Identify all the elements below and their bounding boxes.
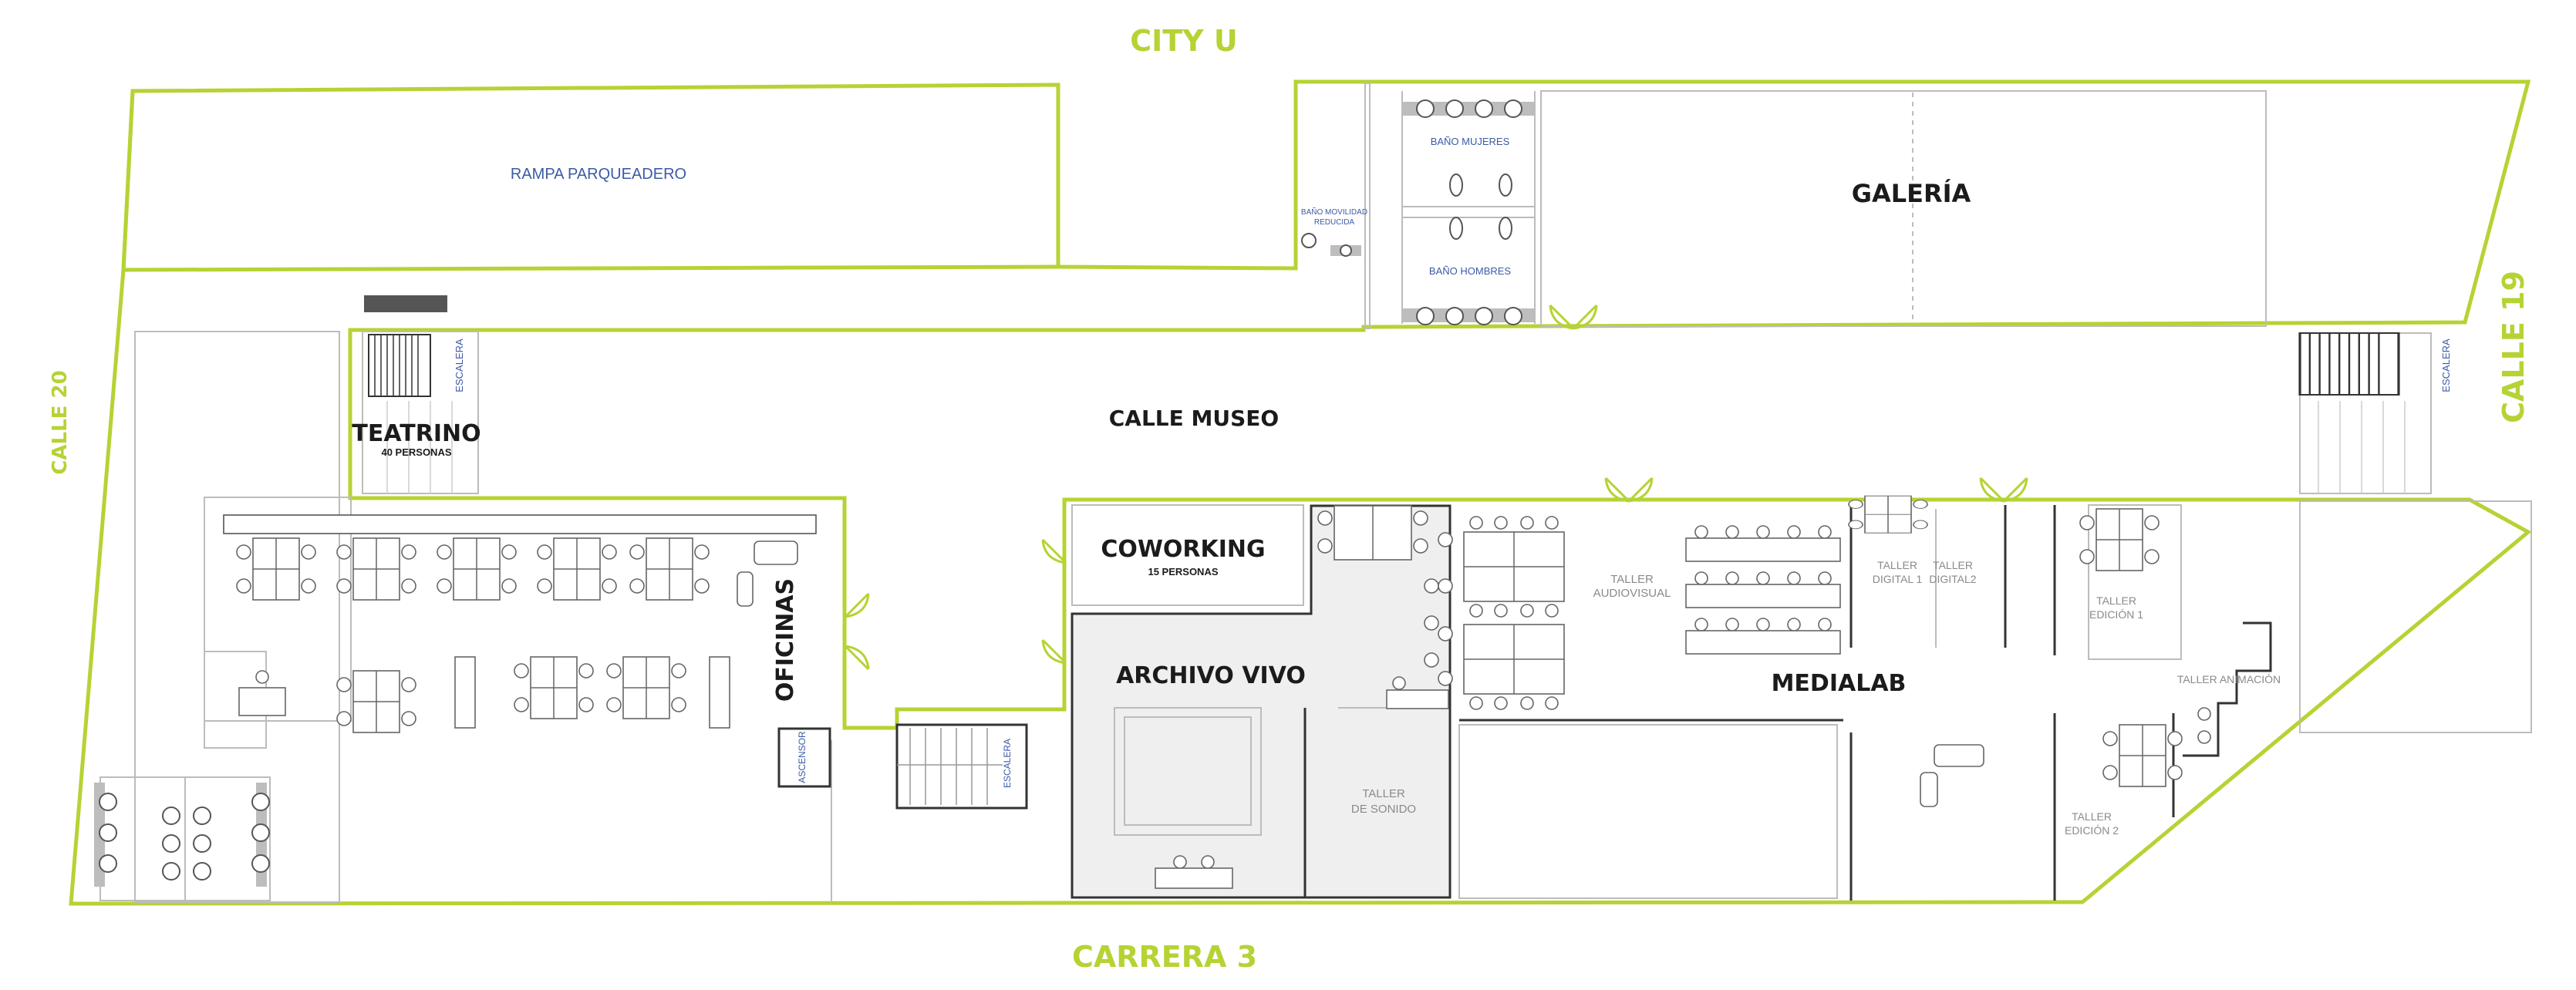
taller-edicion2-label-2: EDICIÓN 2 [2065,824,2119,837]
street-east: CALLE 19 [2497,271,2530,423]
taller-digital1-label-1: TALLER [1877,559,1917,571]
banio-movilidad-label-2: REDUCIDA [1314,218,1355,227]
ramp-bar [364,295,447,312]
taller-sonido-label-1: TALLER [1362,787,1405,800]
taller-audiovisual-label-2: AUDIOVISUAL [1593,587,1671,600]
calle-museo-label: CALLE MUSEO [1109,406,1279,431]
taller-animacion-label: TALLER ANIMACIÓN [2177,673,2281,685]
medialab-label: MEDIALAB [1772,670,1907,697]
ascensor-label: ASCENSOR [797,731,808,783]
archivo-vivo-label: ARCHIVO VIVO [1116,662,1306,689]
street-north: CITY U [1130,24,1238,58]
medialab: TALLER AUDIOVISUAL TALLER DIGITAL 1 TALL… [1438,495,2281,901]
taller-digital2-label-1: TALLER [1933,559,1973,571]
taller-sonido-label-2: DE SONIDO [1351,803,1416,816]
oficinas: OFICINAS ASCENSOR [223,514,870,788]
street-south: CARRERA 3 [1072,940,1257,974]
taller-edicion2-label-1: TALLER [2072,810,2112,823]
escalera-east-label: ESCALERA [2440,338,2452,392]
banio-mujeres-label: BAÑO MUJERES [1431,136,1510,147]
rampa-label: RAMPA PARQUEADERO [511,166,686,183]
banio-movilidad-label-1: BAÑO MOVILIDAD [1301,207,1367,217]
teatrino: ESCALERA TEATRINO 40 PERSONAS [352,331,481,494]
archivo-vivo: ARCHIVO VIVO TALLER DE SONIDO [1071,504,1452,899]
coworking-label: COWORKING [1101,536,1265,563]
street-labels: CITY U CARRERA 3 CALLE 20 CALLE 19 [49,24,2530,974]
coworking: COWORKING 15 PERSONAS [1041,504,1304,665]
building-outline [69,79,2532,906]
galeria-label: GALERÍA [1852,179,1971,208]
taller-edicion1-label-1: TALLER [2096,594,2136,607]
coworking-capacity: 15 PERSONAS [1148,566,1218,578]
rampa-parqueadero: RAMPA PARQUEADERO [364,166,686,312]
teatrino-capacity: 40 PERSONAS [381,446,451,458]
street-west: CALLE 20 [49,370,72,474]
escalera-east: ESCALERA [2298,332,2452,494]
galeria: GALERÍA [1549,179,1971,330]
taller-audiovisual-label-1: TALLER [1610,573,1654,586]
taller-edicion1-label-2: EDICIÓN 1 [2089,608,2143,621]
teatrino-label: TEATRINO [352,420,480,447]
oficinas-label: OFICINAS [772,578,799,702]
banios-suroeste [94,783,270,887]
taller-digital2-label-2: DIGITAL2 [1929,573,1976,585]
escalera-centro-label: ESCALERA [1002,739,1013,788]
banios: BAÑO MUJERES BAÑO HOMBRES BAÑO MOVILIDAD… [1301,99,1535,325]
escalera-teatrino-label: ESCALERA [453,338,465,392]
escalera-centro: ESCALERA [895,723,1028,810]
banio-hombres-label: BAÑO HOMBRES [1429,265,1512,277]
taller-digital1-label-2: DIGITAL 1 [1873,573,1923,585]
